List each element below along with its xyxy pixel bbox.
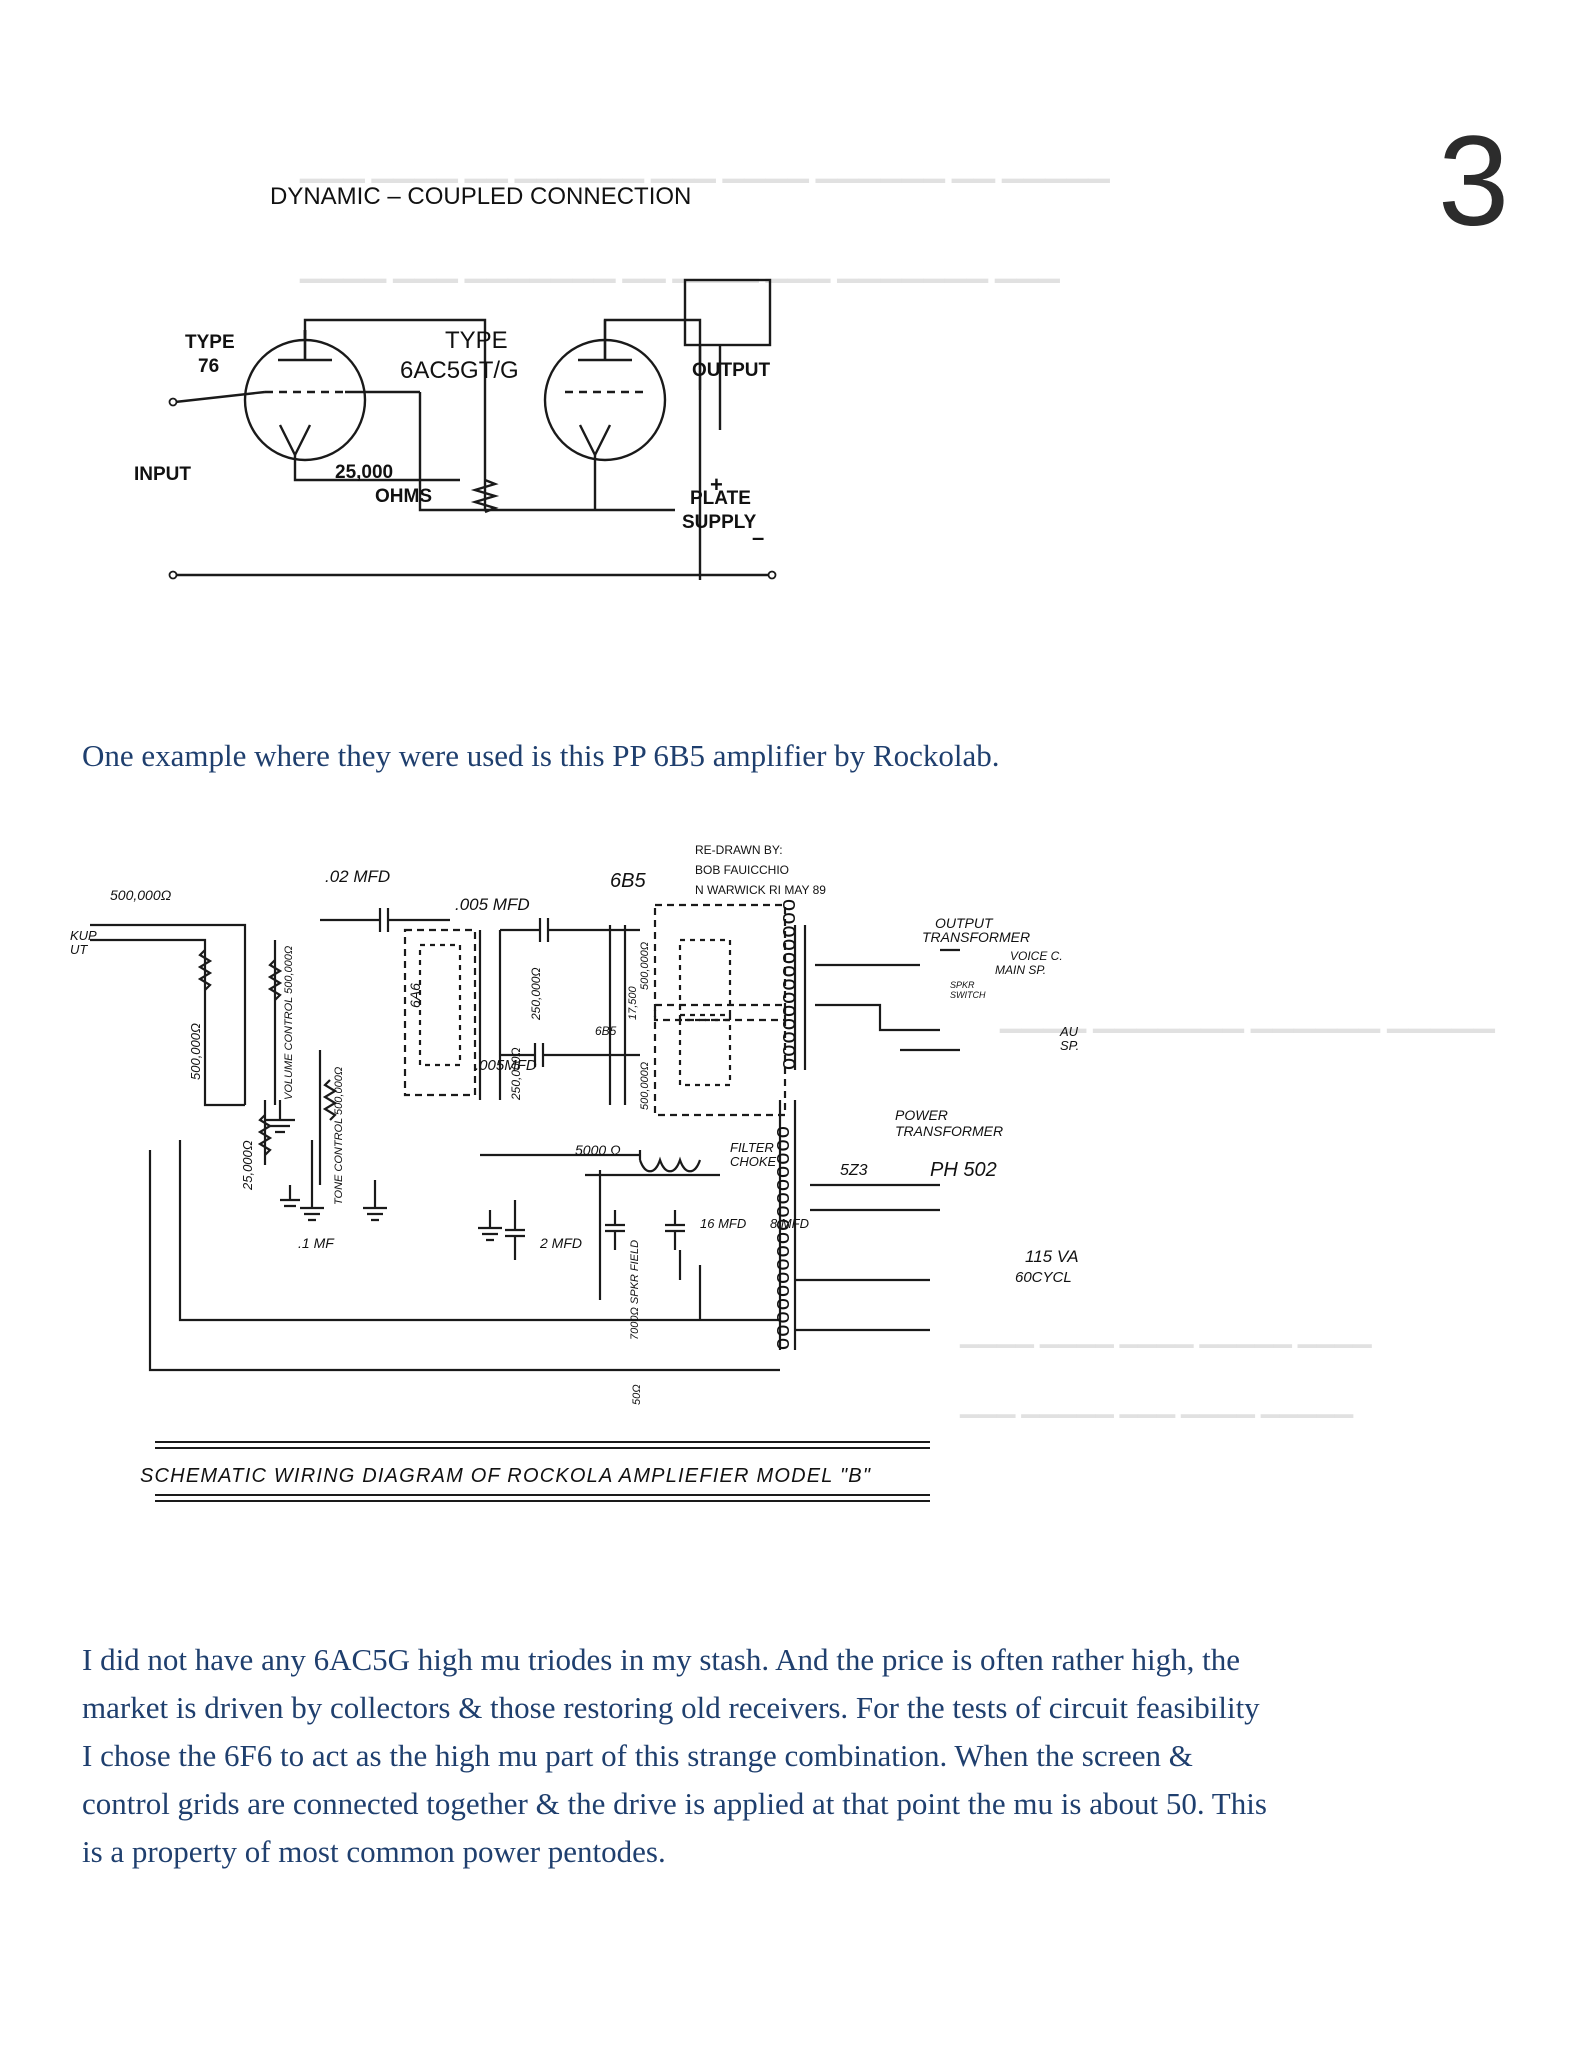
cap-16mfd-label: 16 MFD	[700, 1216, 746, 1231]
power-transformer-label-1: POWER	[895, 1107, 948, 1123]
plate-minus: –	[752, 525, 764, 550]
plate-label: PLATE	[690, 488, 751, 509]
tube-6b5-mid-label: 6B5	[595, 1024, 617, 1038]
power-transformer-model: PH 502	[930, 1159, 997, 1181]
tube2-label-type: TYPE	[445, 327, 508, 354]
res-500k-c-label: 500,000Ω	[639, 942, 651, 990]
res-500k-v-label: 500,000Ω	[188, 1023, 203, 1080]
tube1-label-model: 76	[198, 356, 219, 377]
tone-control-label: TONE CONTROL 500,000Ω	[333, 1067, 345, 1205]
cap2-label: .005 MFD	[455, 895, 530, 914]
credit-line2: BOB FAUICCHIO	[695, 863, 789, 877]
filter-choke-label-1: FILTER	[730, 1140, 774, 1155]
res-50-label: 50Ω	[631, 1384, 643, 1405]
pickup-label-2: UT	[70, 942, 88, 957]
resistor-value: 25,000	[335, 462, 393, 483]
supply-label: SUPPLY	[682, 512, 757, 533]
power-transformer-label-2: TRANSFORMER	[895, 1123, 1003, 1139]
input-label: INPUT	[134, 464, 191, 485]
cap-8mfd-label: 8 MFD	[770, 1216, 809, 1231]
output-transformer-label-2: TRANSFORMER	[922, 929, 1030, 945]
body-paragraph: I did not have any 6AC5G high mu triodes…	[82, 1636, 1502, 1876]
page-number: 3	[1438, 110, 1510, 253]
res-500k-d-label: 500,000Ω	[639, 1062, 651, 1110]
body-line: market is driven by collectors & those r…	[82, 1690, 1260, 1725]
filter-choke-label-2: CHOKE	[730, 1154, 777, 1169]
tube1-label-type: TYPE	[185, 332, 235, 353]
voice-coil-label-2: MAIN SP.	[995, 963, 1046, 977]
pickup-label-1: KUP	[70, 928, 97, 943]
mains-label-1: 115 VA	[1025, 1247, 1079, 1266]
cap3-label: .005MFD	[475, 1057, 537, 1074]
aux-label-2: SP.	[1060, 1038, 1079, 1053]
credit-line1: RE-DRAWN BY:	[695, 843, 783, 857]
res-17500-label: 17,500	[627, 985, 639, 1020]
cap-1mf-label: .1 MF	[298, 1235, 335, 1251]
tube-6a6-label: 6A6	[407, 983, 423, 1008]
body-line: I did not have any 6AC5G high mu triodes…	[82, 1642, 1240, 1677]
cap1-label: .02 MFD	[325, 867, 390, 886]
tube-6b5-top-label: 6B5	[610, 870, 646, 892]
rockola-amplifier-schematic: ooooooooooooo ooooooooooooooooo RE-DRAWN…	[70, 843, 1079, 1502]
output-transformer-label-1: OUTPUT	[935, 915, 994, 931]
output-label: OUTPUT	[692, 360, 771, 381]
cap-2mfd-label: 2 MFD	[539, 1235, 582, 1251]
res-500k-label: 500,000Ω	[110, 887, 172, 903]
res-250k-b-label: 250,000Ω	[529, 967, 543, 1021]
body-line: I chose the 6F6 to act as the high mu pa…	[82, 1738, 1193, 1773]
dynamic-coupled-schematic: DYNAMIC – COUPLED CONNECTION TYPE 76 TYP…	[134, 183, 777, 580]
spkr-field-label: 7000Ω SPKR FIELD	[629, 1240, 641, 1340]
diagram-title: SCHEMATIC WIRING DIAGRAM OF ROCKOLA AMPL…	[140, 1465, 871, 1487]
figure2-wiring	[90, 903, 960, 1372]
credit-line3: N WARWICK RI MAY 89	[695, 883, 826, 897]
volume-control-label: VOLUME CONTROL 500,000Ω	[283, 946, 295, 1100]
res-25k-label: 25,000Ω	[240, 1140, 255, 1191]
power-transformer-coil: ooooooooooooooooo	[769, 1125, 794, 1350]
tube2-label-model: 6AC5GT/G	[400, 357, 519, 384]
res-250k-a-label: 250,000Ω	[509, 1047, 523, 1101]
figure-caption: One example where they were used is this…	[82, 738, 1000, 773]
output-transformer-coil: ooooooooooooo	[775, 898, 800, 1070]
spkr-switch-label-2: SWITCH	[950, 990, 986, 1000]
figure1-title: DYNAMIC – COUPLED CONNECTION	[270, 183, 691, 210]
figure1-wiring	[174, 278, 772, 580]
resistor-unit: OHMS	[375, 486, 432, 507]
res-5000-label: 5000 Ω	[575, 1142, 621, 1158]
body-line: is a property of most common power pento…	[82, 1834, 666, 1869]
body-line: control grids are connected together & t…	[82, 1786, 1267, 1821]
aux-label-1: AU	[1059, 1024, 1079, 1039]
rectifier-label: 5Z3	[840, 1162, 868, 1179]
plate-plus: +	[710, 472, 723, 497]
mains-label-2: 60CYCL	[1015, 1269, 1072, 1286]
spkr-switch-label-1: SPKR	[950, 980, 975, 990]
voice-coil-label-1: VOICE C.	[1010, 949, 1063, 963]
